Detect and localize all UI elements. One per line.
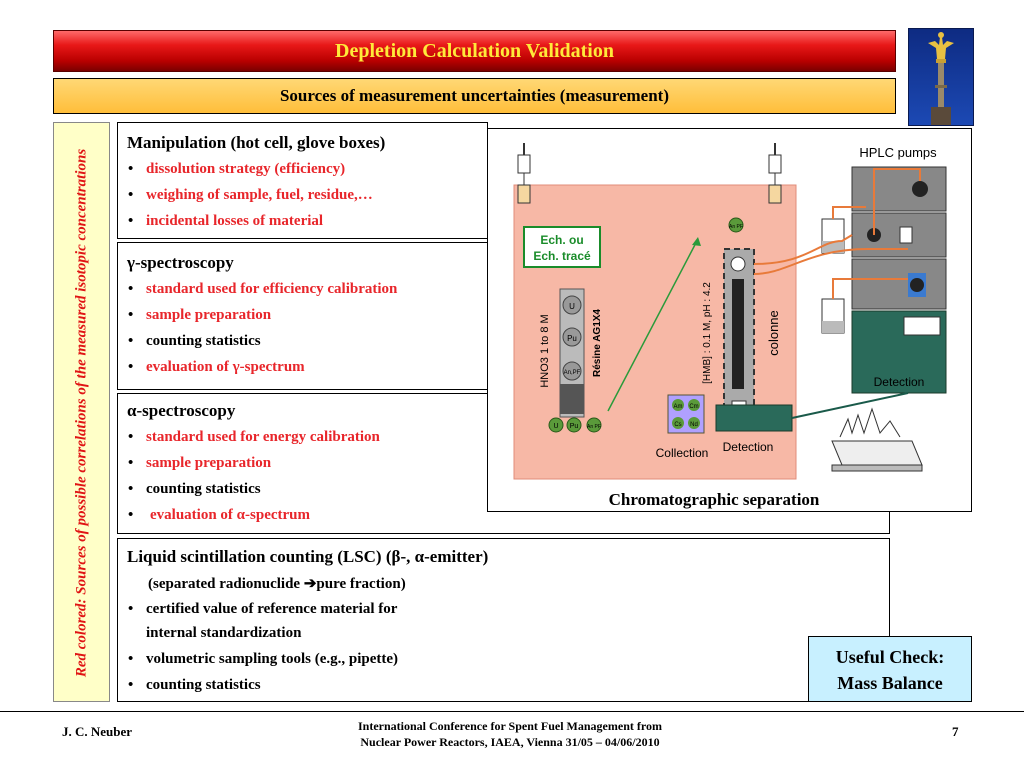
victory-column-logo	[908, 28, 974, 126]
chromatography-diagram: Ech. ou Ech. tracé U Pu An,PF HNO3 1 to …	[513, 143, 947, 509]
slide-title: Depletion Calculation Validation	[53, 30, 896, 72]
manipulation-heading: Manipulation (hot cell, glove boxes)	[127, 133, 386, 152]
list-item: •certified value of reference material f…	[128, 601, 398, 617]
footer-conference: International Conference for Spent Fuel …	[300, 718, 720, 750]
footer-conference-line1: International Conference for Spent Fuel …	[358, 719, 662, 733]
an-pf-top-label: An PF	[729, 224, 743, 230]
bead-label-anpf: An,PF	[564, 370, 581, 376]
lsc-subheading: (separated radionuclide ➔pure fraction)	[148, 576, 406, 592]
ech-label-2: Ech. tracé	[533, 249, 591, 263]
resine-label: Résine AG1X4	[592, 309, 603, 377]
left-syringe-icon	[517, 143, 531, 204]
list-item: •counting statistics	[128, 481, 261, 497]
figure-caption: Chromatographic separation	[609, 490, 820, 509]
chromatography-figure: Ech. ou Ech. tracé U Pu An,PF HNO3 1 to …	[487, 128, 972, 512]
collect-cm: Cm	[689, 404, 698, 410]
page-number: 7	[952, 724, 959, 739]
hno3-label: HNO3 1 to 8 M	[539, 314, 551, 387]
collect-am: Am	[674, 404, 683, 410]
collection-label: Collection	[656, 446, 709, 460]
slide-subtitle: Sources of measurement uncertainties (me…	[53, 78, 896, 114]
correlation-note-text: Red colored: Sources of possible correla…	[73, 148, 90, 678]
footer-divider	[0, 711, 1024, 712]
detection-right-label: Detection	[874, 375, 925, 389]
list-item: •volumetric sampling tools (e.g., pipett…	[128, 651, 399, 667]
hmb-label: [HMB] : 0.1 M, pH : 4.2	[702, 282, 713, 384]
gamma-heading: γ-spectroscopy	[127, 253, 234, 272]
ech-label-1: Ech. ou	[540, 233, 583, 247]
collect-cs: Cs	[674, 422, 681, 428]
list-item: •evaluation of α-spectrum	[128, 507, 311, 523]
list-item: •standard used for energy calibration	[128, 429, 380, 445]
victory-statue-icon	[928, 32, 954, 125]
useful-check-line2: Mass Balance	[837, 673, 943, 693]
correlation-note-box: Red colored: Sources of possible correla…	[53, 122, 110, 702]
list-item: •sample preparation	[128, 455, 272, 471]
bead-label-u: U	[569, 302, 575, 311]
list-item: •counting statistics	[128, 333, 261, 349]
list-item: •sample preparation	[128, 307, 272, 323]
list-item-continuation: internal standardization	[146, 625, 302, 641]
hplc-label: HPLC pumps	[859, 145, 937, 160]
dot-label-pu: Pu	[570, 423, 579, 430]
bead-label-pu: Pu	[567, 334, 577, 343]
colonne-label: colonne	[766, 310, 781, 356]
dot-label-anpf: An PF	[587, 424, 601, 430]
list-item: •weighing of sample, fuel, residue,…	[128, 187, 373, 203]
detection-inner-label: Detection	[723, 440, 774, 454]
list-item: •dissolution strategy (efficiency)	[128, 161, 346, 177]
list-item: •incidental losses of material	[128, 213, 324, 229]
lsc-section: Liquid scintillation counting (LSC) (β-,…	[117, 538, 890, 702]
list-item: •counting statistics	[128, 677, 261, 693]
list-item: •evaluation of γ-spectrum	[128, 359, 305, 375]
alpha-heading: α-spectroscopy	[127, 401, 236, 420]
gamma-spectroscopy-section: γ-spectroscopy •standard used for effici…	[117, 242, 488, 390]
dot-label-u: U	[553, 423, 558, 430]
lsc-heading: Liquid scintillation counting (LSC) (β-,…	[127, 547, 489, 566]
footer-author: J. C. Neuber	[62, 724, 133, 739]
list-item: •standard used for efficiency calibratio…	[128, 281, 398, 297]
right-syringe-icon	[768, 143, 782, 204]
collect-nd: Nd	[690, 422, 698, 428]
useful-check-box: Useful Check: Mass Balance	[808, 636, 972, 702]
footer-conference-line2: Nuclear Power Reactors, IAEA, Vienna 31/…	[360, 735, 660, 749]
useful-check-line1: Useful Check:	[835, 647, 945, 667]
manipulation-section: Manipulation (hot cell, glove boxes) •di…	[117, 122, 488, 239]
